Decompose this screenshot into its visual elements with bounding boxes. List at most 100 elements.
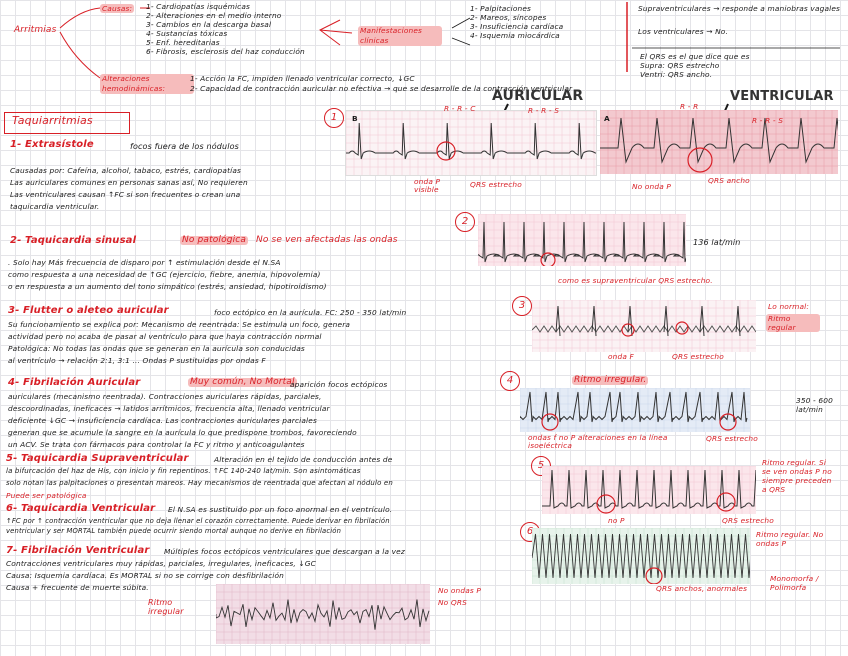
alteracion-1: 1- Acción la FC, impiden llenado ventric… [190,74,415,83]
manifestacion-item: 2- Mareos, síncopes [470,13,547,22]
ecg-trace [216,599,430,630]
s2-line-2: como respuesta a una necesidad de ↑GC (e… [8,270,321,279]
note-supra-qrs: Supra: QRS estrecho [640,61,720,70]
s3-side-2: Ritmo regular [766,314,820,332]
manifestacion-item: 1- Palpitaciones [470,4,532,13]
alteraciones-label: Alteraciones hemodinámicas: [100,74,194,94]
ecg-fibrilacion-auricular [520,388,750,432]
arritmias-label: Arritmias [14,25,57,35]
highlight-circle [540,252,556,266]
rr-label-4: R - R - S [752,116,784,125]
ecg-supraventricular [542,466,756,514]
ecg-taquicardia-ventricular [532,528,750,584]
s2-title: 2- Taquicardia sinusal [10,235,137,246]
causas-label: Causas: [100,4,135,13]
s5-side: Ritmo regular. Si se ven ondas P no siem… [762,458,832,494]
ecg-trace [600,117,838,164]
highlight-circle [436,141,456,161]
s4-ritmo: Ritmo irregular. [572,375,649,385]
s4-line-2: descoordinadas, ineficaces → latidos arr… [8,404,330,413]
s1-title: 1- Extrasístole [10,139,94,150]
s2-line-3: o en respuesta a un aumento del tono sim… [8,282,327,291]
s5-line-1: la bifurcación del haz de His, con inici… [6,467,361,475]
s2-tag: No patológica [180,235,248,245]
s1-line-3: Las ventriculares causan ↑FC si son frec… [10,190,241,199]
s4-rate: 350 - 600 lat/min [796,396,833,414]
ecg-flutter [532,300,756,352]
ecg-trace [542,469,756,509]
s2-rest: No se ven afectadas las ondas [256,235,398,245]
causa-item: 4- Sustancias tóxicas [146,29,228,38]
highlight-circle [621,323,635,337]
taquiarritmias-title: Taquiarritmias [12,114,93,127]
s3-line-1: Su funcionamiento se explica por: Mecani… [8,320,351,329]
s7-no-ondas: No ondas P [438,586,481,595]
s6-rest: El N.SA es sustituido por un foco anorma… [168,505,393,514]
s1-line-4: taquicardia ventricular. [10,202,100,211]
s6-line-1: ↑FC por ↑ contracción ventricular que no… [6,517,390,525]
ecg-trace [346,122,596,160]
s5-line-2: solo notan las palpitaciones o presentan… [6,479,393,487]
s7-title: 7- Fibrilación Ventricular [6,545,150,556]
circle-3: 3 [512,296,532,316]
s4-qrs: QRS estrecho [706,434,758,443]
qrs-estrecho-label: QRS estrecho [470,180,522,189]
s6-line-2: ventricular y ser MORTAL también puede o… [6,527,342,535]
s5-no-p: no P [608,516,625,525]
causa-item: 3- Cambios en la descarga basal [146,20,272,29]
s3-line-2: actividad pero no acaba de pasar al vent… [8,332,322,341]
circle-2: 2 [455,212,475,232]
note-ventri-qrs: Ventri: QRS ancho. [640,70,713,79]
s7-no-qrs: No QRS [438,598,467,607]
circle-4: 4 [500,371,520,391]
s5-line-3: Puede ser patológica [6,491,87,500]
circle-1: 1 [324,108,344,128]
causa-item: 2- Alteraciones en el medio interno [146,11,282,20]
s4-line-3: deficiente ↓GC → insuficiencia cardíaca.… [8,416,317,425]
s4-ondas: ondas f no P alteraciones en la línea is… [528,433,668,450]
s2-rate: 136 lat/min [693,238,741,247]
s7-line-1: Contracciones ventriculares muy rápidas,… [6,559,316,568]
s6-qrs: QRS anchos, anormales [656,584,748,593]
note-ventriculares: Los ventriculares → No. [638,27,728,36]
no-onda-p-label: No onda P [632,182,671,191]
s6-title: 6- Taquicardia Ventricular [6,503,156,514]
ecg-trace [532,325,756,333]
qrs-ancho-label: QRS ancho [708,176,750,185]
s4-title: 4- Fibrilación Auricular [8,377,141,388]
s5-rest: Alteración en el tejido de conducción an… [214,455,393,464]
ecg-trace [478,221,686,263]
rr-label-3: R - R [680,102,699,111]
onda-p-label: onda P visible [414,177,441,194]
s3-rest: foco ectópico en la aurícula. FC: 250 - … [214,308,407,317]
s1-line-1: Causadas por: Cafeína, alcohol, tabaco, … [10,166,242,175]
label-b: B [352,114,358,123]
s3-title: 3- Flutter o aleteo auricular [8,305,169,316]
ecg-auricular [345,110,597,176]
s6-side: Ritmo regular. No ondas P [756,530,824,548]
s5-title: 5- Taquicardia Supraventricular [6,453,189,464]
s4-line-5: un ACV. Se trata con fármacos para contr… [8,440,305,449]
s7-line-3: Causa + frecuente de muerte súbita. [6,583,149,592]
highlight-circle [675,321,689,335]
highlight-circle [645,567,663,584]
taquiarritmias-box [4,112,130,134]
s4-line-1: auriculares (mecanismo reentrada). Contr… [8,392,322,401]
ecg-trace [532,533,750,579]
rr-label-2: R - R - S [528,106,560,115]
alteracion-2: 2- Capacidad de contracción auricular no… [190,84,573,93]
manifestaciones-label: Manifestaciones clínicas [358,26,442,46]
s3-onda-f: onda F [608,352,634,361]
s4-tag: Muy común, No Mortal [188,377,297,387]
causa-item: 5- Enf. hereditarias [146,38,220,47]
s7-ritmo: Ritmo irregular [148,598,184,616]
s5-qrs: QRS estrecho [722,516,774,525]
ventricular-title: VENTRICULAR [730,89,834,104]
s3-line-3: Patológica: No todas las ondas que se ge… [8,344,305,353]
s3-line-4: al ventrículo → relación 2:1, 3:1 ... On… [8,356,266,365]
highlight-circle [719,413,737,431]
ecg-trace [520,391,748,423]
highlight-circle [687,147,713,173]
rr-label-1: R - R - C [444,104,476,113]
